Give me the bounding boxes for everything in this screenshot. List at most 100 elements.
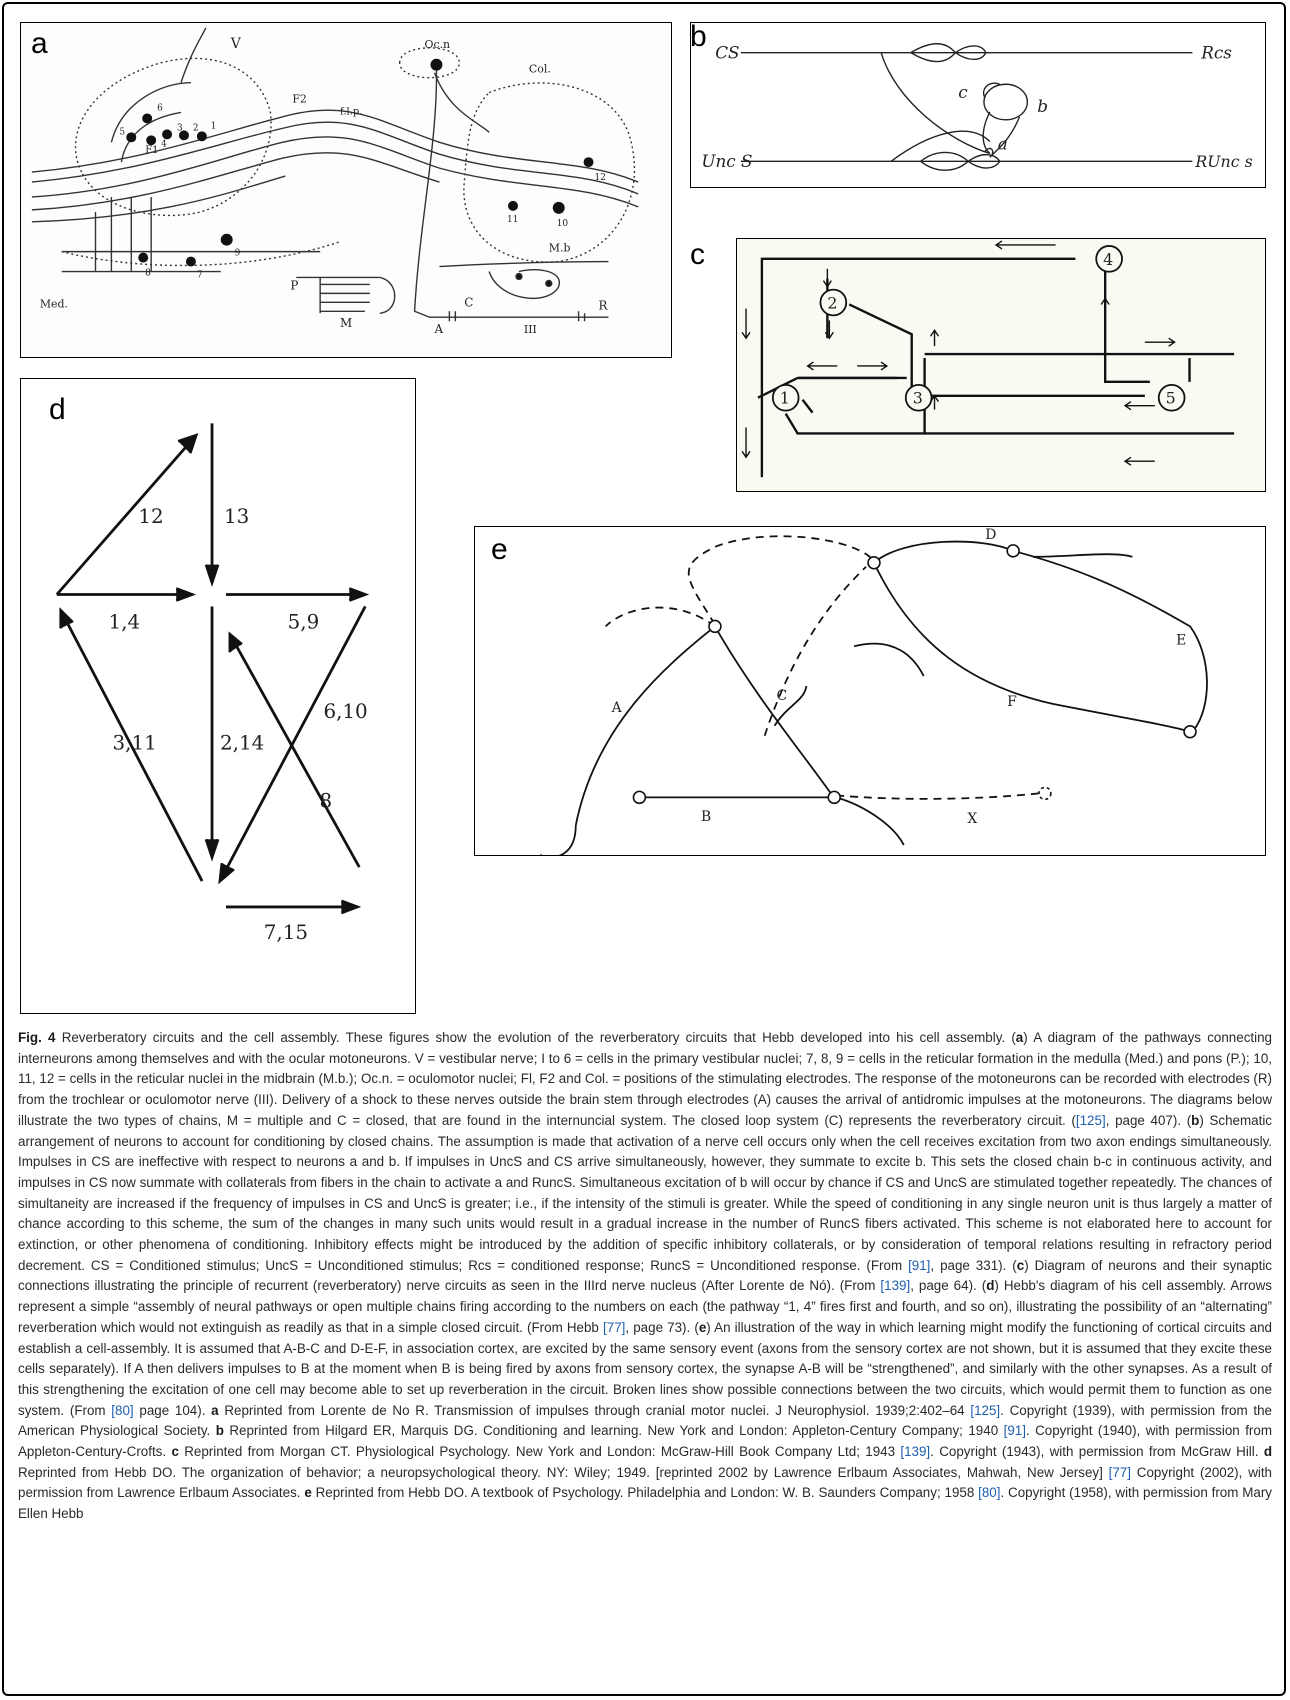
panel-b: CS Rcs Unc S RUnc s a b c b <box>690 22 1266 188</box>
panel-e-diagram: D E A C F B X <box>540 527 1208 855</box>
caption-citation-link[interactable]: [91] <box>1003 1423 1026 1439</box>
panel-e: D E A C F B X e <box>474 526 1266 856</box>
caption-citation-link[interactable]: [80] <box>111 1402 134 1418</box>
chain-diagram-c <box>439 260 609 299</box>
e-circuit-def <box>853 540 1208 733</box>
c-neuron-1: 1 <box>780 389 790 408</box>
figure-caption: Fig. 4 Reverberatory circuits and the ce… <box>18 1028 1272 1525</box>
label-rcs: Rcs <box>1200 43 1232 63</box>
d-label-7-15: 7,15 <box>264 921 308 944</box>
panel-a-label-F1: F1 <box>145 145 158 156</box>
c-neuron-5: 5 <box>1166 389 1176 408</box>
caption-citation-link[interactable]: [125] <box>970 1402 1001 1418</box>
caption-citation-link[interactable]: [77] <box>603 1319 626 1335</box>
caption-citation-link[interactable]: [77] <box>1108 1464 1131 1480</box>
d-arrow-5-9 <box>225 587 370 602</box>
panel-a-cell-label-3: 3 <box>177 123 183 133</box>
caption-text: Reprinted from Hebb DO. A textbook of Ps… <box>311 1485 979 1501</box>
caption-text: , page 331). ( <box>930 1257 1017 1273</box>
tract-4 <box>31 152 440 211</box>
d-label-3-11: 3,11 <box>113 732 157 755</box>
caption-text: page 104). <box>133 1402 212 1418</box>
panel-a-label-Ocn: Oc.n <box>425 38 451 51</box>
caption-panel-ref: c <box>1016 1257 1025 1273</box>
caption-text: , page 407). ( <box>1105 1112 1192 1128</box>
panel-a-label-P: P <box>290 278 298 292</box>
caption-panel-ref: a <box>1015 1030 1024 1045</box>
v-nerve <box>180 27 207 83</box>
panel-c: 1 2 3 4 5 <box>736 238 1266 492</box>
panel-d-letter: d <box>49 393 66 426</box>
caption-panel-ref: b <box>215 1423 224 1439</box>
caption-panel-ref: b <box>1191 1112 1200 1128</box>
panel-a: V Oc.n Col. F2 f.l.p. F1 M.b P Med. M C … <box>20 22 672 358</box>
caption-text: , page 64). ( <box>910 1278 987 1294</box>
d-arrow-3-11 <box>59 607 204 882</box>
d-arrow-13 <box>204 423 220 587</box>
c-link-2-3 <box>848 303 913 388</box>
panel-a-label-Col: Col. <box>529 63 551 76</box>
caption-citation-link[interactable]: [139] <box>900 1444 931 1460</box>
d-label-8: 8 <box>319 789 332 812</box>
panel-a-cell-label-9: 9 <box>235 249 241 259</box>
panel-a-cell-label-12: 12 <box>595 173 606 183</box>
c-arrows <box>741 240 1176 466</box>
chain-diagram-m <box>296 276 396 314</box>
caption-panel-ref: a <box>211 1402 219 1418</box>
cells <box>126 58 594 267</box>
caption-citation-link[interactable]: [80] <box>978 1485 1001 1501</box>
caption-text: Reprinted from Lorente de No R. Transmis… <box>218 1402 971 1418</box>
label-neuron-b: b <box>1037 96 1048 116</box>
panel-a-cell-label-7: 7 <box>197 270 203 280</box>
c-neurons <box>771 245 1186 412</box>
panel-a-cell-label-10: 10 <box>557 219 569 229</box>
caption-fig-label: Fig. 4 <box>18 1030 56 1045</box>
panel-a-label-M: M <box>340 316 352 330</box>
caption-text: Copyright (2002), with permission from L… <box>18 1464 1273 1501</box>
c-neuron-4: 4 <box>1103 250 1113 269</box>
panel-b-diagram: CS Rcs Unc S RUnc s a b c <box>701 43 1252 172</box>
tract-1 <box>31 109 639 183</box>
c-neuron-3: 3 <box>913 389 923 408</box>
caption-text: ) A diagram of the pathways connecting i… <box>18 1030 1272 1128</box>
caption-text: ) Diagram of neurons and their synaptic … <box>18 1257 1272 1294</box>
d-arrow-6-10 <box>218 605 367 885</box>
e-label-B: B <box>701 809 711 825</box>
e-label-F: F <box>1007 694 1017 710</box>
e-label-D: D <box>985 527 996 543</box>
label-cs: CS <box>715 43 739 63</box>
panel-d-diagram: 12 13 1,4 5,9 3,11 2,14 6,10 8 7,15 <box>55 423 370 944</box>
vestibular-region <box>74 57 272 217</box>
caption-text: . Copyright (1958), with permission from… <box>18 1485 1272 1522</box>
label-uncs: Unc S <box>701 151 752 171</box>
caption-text: ) Schematic arrangement of neurons to ac… <box>18 1112 1272 1273</box>
midbrain-region <box>463 82 636 263</box>
d-label-13: 13 <box>224 505 249 528</box>
caption-paragraph: Fig. 4 Reverberatory circuits and the ce… <box>18 1028 1272 1525</box>
caption-panel-ref: d <box>1263 1444 1272 1460</box>
d-arrow-7-15 <box>225 899 362 915</box>
e-label-E: E <box>1176 632 1186 648</box>
caption-text: . Copyright (1939), with permission from… <box>18 1402 1272 1439</box>
panel-a-cell-label-6: 6 <box>157 103 163 113</box>
label-neuron-a: a <box>998 133 1008 153</box>
panel-a-label-Mb: M.b <box>549 242 571 255</box>
tract-3 <box>31 136 639 208</box>
label-neuron-c: c <box>958 82 968 102</box>
caption-text: Reprinted from Hilgard ER, Marquis DG. C… <box>223 1423 1004 1439</box>
panel-a-cell-label-4: 4 <box>161 139 167 149</box>
tract-2 <box>31 121 639 195</box>
panel-a-cell-label-11: 11 <box>507 215 518 225</box>
panel-a-label-V: V <box>230 36 242 52</box>
d-label-5-9: 5,9 <box>288 610 320 633</box>
e-label-A: A <box>611 700 623 716</box>
e-label-X: X <box>967 811 977 827</box>
caption-citation-link[interactable]: [139] <box>880 1278 911 1294</box>
d-arrow-8 <box>228 631 361 868</box>
panel-c-side-letter: c <box>690 238 705 271</box>
caption-text: Reverberatory circuits and the cell asse… <box>55 1030 1016 1045</box>
caption-body: Reverberatory circuits and the cell asse… <box>18 1030 1272 1521</box>
caption-citation-link[interactable]: [125] <box>1075 1112 1106 1128</box>
caption-citation-link[interactable]: [91] <box>908 1257 931 1273</box>
d-arrow-1-4 <box>56 587 197 602</box>
